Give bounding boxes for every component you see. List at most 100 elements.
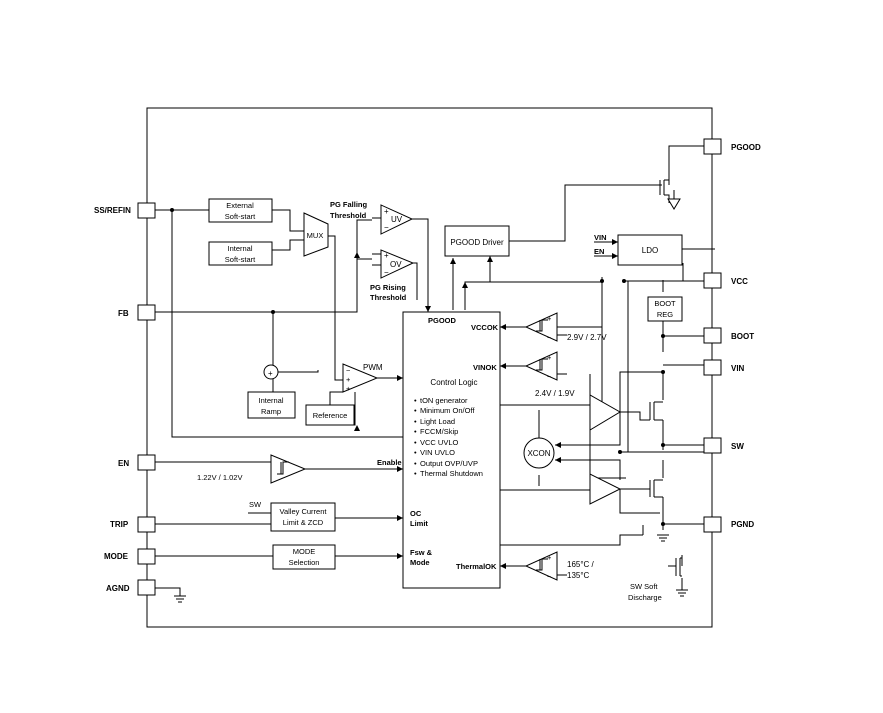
pin-boot-label: BOOT (731, 332, 754, 341)
xcon-block (523, 437, 555, 469)
feature-bullet: • (414, 417, 417, 426)
ov-label: OV (390, 260, 402, 269)
vinok-threshold: 2.4V / 1.9V (535, 389, 575, 398)
uv-comparator (380, 204, 414, 235)
valley-sw-label: SW (249, 500, 262, 509)
uv-minus: − (384, 223, 389, 232)
pwm-plus-2: + (346, 384, 351, 393)
feature-bullet: • (414, 406, 417, 415)
feature-bullet: • (414, 427, 417, 436)
signal-arrows (354, 239, 618, 569)
mux-label: MUX (307, 231, 324, 240)
vinok-plus: + (547, 353, 552, 362)
pg-falling-line1: PG Falling (330, 200, 368, 209)
pin-en-label: EN (118, 459, 129, 468)
thermal-threshold-line2: 135°C (567, 571, 590, 580)
boot-reg-line2: REG (657, 310, 673, 319)
valley-current-block (270, 502, 336, 532)
reference-block (305, 404, 355, 426)
pin-fb-label: FB (118, 309, 129, 318)
mode-selection-line1: MODE (293, 547, 316, 556)
ldo-label: LDO (642, 246, 658, 255)
feature-item: Light Load (420, 417, 455, 426)
pin-pgnd-label: PGND (731, 520, 754, 529)
agnd-ground-icon (174, 595, 186, 603)
feature-item: VIN UVLO (420, 448, 455, 457)
vccok-threshold: 2.9V / 2.7V (567, 333, 607, 342)
boot-reg-line1: BOOT (654, 299, 676, 308)
internal-soft-start-block (208, 241, 273, 266)
ov-plus: + (384, 251, 389, 260)
summing-plus: + (268, 369, 273, 378)
xcon-label: XCON (527, 449, 550, 458)
control-logic-title: Control Logic (430, 378, 477, 387)
feature-bullet: • (414, 438, 417, 447)
ov-comparator (380, 249, 415, 279)
pin-pgood-label: PGOOD (731, 143, 761, 152)
thermal-plus: + (547, 553, 552, 562)
internal-ramp-line2: Ramp (261, 407, 281, 416)
pgood-driver-block (444, 225, 510, 257)
pwm-minus: − (346, 366, 351, 375)
low-side-fet-icon (649, 479, 663, 498)
control-feature-list: • tON generator • Minimum On/Off • Light… (414, 396, 483, 478)
pgood-fet-icon (659, 179, 681, 210)
vccok-plus: + (547, 314, 552, 323)
feature-bullet: • (414, 396, 417, 405)
pwm-plus-1: + (346, 375, 351, 384)
uv-label: UV (391, 215, 403, 224)
feature-item: Output OVP/UVP (420, 459, 478, 468)
mux-block (303, 212, 329, 257)
internal-soft-start-line1: Internal (227, 244, 252, 253)
en-hysteresis-icon (277, 461, 289, 475)
feature-item: VCC UVLO (420, 438, 459, 447)
pwm-comparator (342, 363, 379, 393)
pwm-label: PWM (363, 363, 383, 372)
ov-minus: − (384, 268, 389, 277)
internal-ramp-block (247, 391, 296, 419)
thermal-minus: − (547, 572, 552, 581)
pin-vcc-label: VCC (731, 277, 748, 286)
pin-ss-refin-label: SS/REFIN (94, 206, 131, 215)
summing-node (263, 364, 279, 380)
feature-item: Thermal Shutdown (420, 469, 483, 478)
external-soft-start-block (208, 198, 273, 223)
internal-ramp-line1: Internal (258, 396, 283, 405)
boot-reg-block (647, 296, 683, 322)
feature-bullet: • (414, 469, 417, 478)
ldo-en-label: EN (594, 247, 604, 256)
thermal-threshold-line1: 165°C / (567, 560, 595, 569)
external-soft-start-line1: External (226, 201, 254, 210)
control-vinok-label: VINOK (473, 363, 497, 372)
control-pgood-label: PGOOD (428, 316, 457, 325)
control-enable-label: Enable (377, 458, 402, 467)
uv-plus: + (384, 207, 389, 216)
junction-dots (170, 208, 665, 526)
pg-rising-line1: PG Rising (370, 283, 406, 292)
feature-item: Minimum On/Off (420, 406, 475, 415)
ground-icon (657, 534, 669, 542)
internal-soft-start-line2: Soft-start (225, 255, 256, 264)
feature-bullet: • (414, 448, 417, 457)
sw-soft-line2: Discharge (628, 593, 662, 602)
vinok-minus: − (547, 372, 552, 381)
pgood-driver-label: PGOOD Driver (450, 238, 504, 247)
pin-vin-label: VIN (731, 364, 745, 373)
control-fsw-line2: Mode (410, 558, 430, 567)
reference-label: Reference (313, 411, 348, 420)
valley-current-line1: Valley Current (280, 507, 328, 516)
feature-item: FCCM/Skip (420, 427, 458, 436)
sw-discharge-fet-icon (675, 557, 688, 597)
pin-trip-label: TRIP (110, 520, 129, 529)
pg-rising-line2: Threshold (370, 293, 407, 302)
feature-bullet: • (414, 459, 417, 468)
low-side-driver (589, 473, 622, 505)
control-thermalok-label: ThermalOK (456, 562, 497, 571)
pins (137, 138, 722, 596)
high-side-fet-icon (649, 401, 663, 421)
pin-sw-label: SW (731, 442, 744, 451)
high-side-driver (589, 394, 621, 431)
vccok-minus: − (547, 333, 552, 342)
sw-soft-line1: SW Soft (630, 582, 658, 591)
